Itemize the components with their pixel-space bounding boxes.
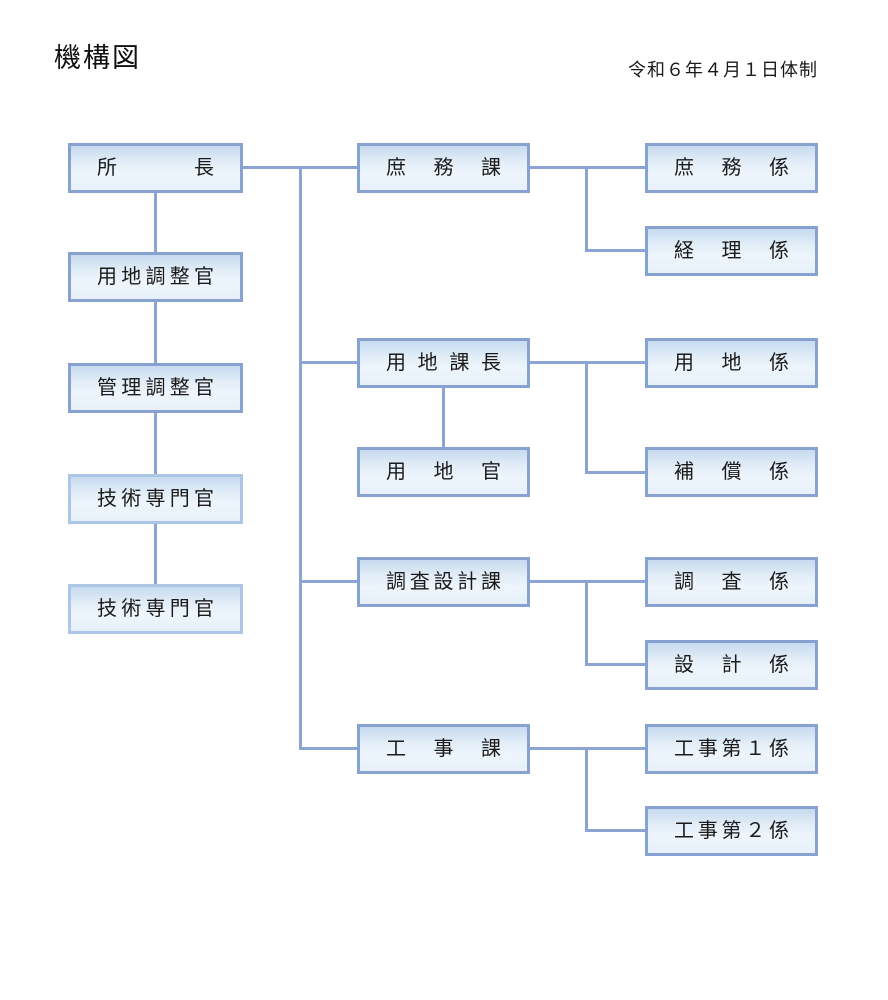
org-box-sekkei-kakari: 設計係 [645, 640, 818, 690]
org-box-kanri-choseikan: 管理調整官 [68, 363, 243, 413]
org-box-label: 用地官 [386, 461, 501, 483]
org-box-keiri-kakari: 経理係 [645, 226, 818, 276]
org-box-label: 設計係 [674, 654, 789, 676]
connector-keirikakari [585, 249, 645, 252]
org-box-hosho-kakari: 補償係 [645, 447, 818, 497]
org-box-label: 庶務係 [674, 157, 789, 179]
org-box-label: 技術専門官 [97, 488, 214, 510]
org-box-label: 用地調整官 [97, 266, 214, 288]
org-box-gijutsu-senmonkan-2: 技術専門官 [68, 584, 243, 634]
org-box-koji-dai2-kakari: 工事第２係 [645, 806, 818, 856]
connector-yochikacho-yochikan [442, 388, 445, 447]
org-box-yochi-choseikan: 用地調整官 [68, 252, 243, 302]
org-box-label: 補償係 [674, 461, 789, 483]
org-box-yochi-kakari: 用地係 [645, 338, 818, 388]
org-box-label: 庶務課 [386, 157, 501, 179]
org-box-label: 経理係 [674, 240, 789, 262]
org-box-label: 用地係 [674, 352, 789, 374]
connector-drop-sekkeikakari [585, 580, 588, 665]
connector-branch-kojika [299, 747, 360, 750]
connector-kojidai2 [585, 829, 645, 832]
connector-drop-hoshokakari [585, 361, 588, 474]
org-box-label: 技術専門官 [97, 598, 214, 620]
org-box-label: 工事第１係 [674, 738, 789, 760]
page-title: 機構図 [54, 43, 141, 73]
connector-trunk [299, 166, 302, 750]
connector-branch-chosasekkeika [299, 580, 360, 583]
org-box-shocho: 所長 [68, 143, 243, 193]
org-box-chosa-kakari: 調査係 [645, 557, 818, 607]
connector-hoshokakari [585, 471, 645, 474]
date-label: 令和６年４月１日体制 [628, 60, 818, 80]
connector-drop-kojidai2 [585, 747, 588, 832]
org-box-label: 用地課長 [386, 352, 501, 374]
org-box-chosa-sekkei-ka: 調査設計課 [357, 557, 530, 607]
org-box-shomu-kakari: 庶務係 [645, 143, 818, 193]
org-box-label: 工事課 [386, 738, 501, 760]
org-box-gijutsu-senmonkan-1: 技術専門官 [68, 474, 243, 524]
org-box-label: 調査係 [674, 571, 789, 593]
connector-branch-yochikacho [299, 361, 360, 364]
org-box-label: 工事第２係 [674, 820, 789, 842]
org-box-koji-dai1-kakari: 工事第１係 [645, 724, 818, 774]
org-box-koji-ka: 工事課 [357, 724, 530, 774]
org-box-yochi-kan: 用地官 [357, 447, 530, 497]
org-box-label: 調査設計課 [386, 571, 501, 593]
org-box-label: 所長 [97, 157, 214, 179]
connector-drop-keirikakari [585, 166, 588, 252]
org-box-label: 管理調整官 [97, 377, 214, 399]
connector-sekkeikakari [585, 663, 645, 666]
org-box-yochi-kacho: 用地課長 [357, 338, 530, 388]
org-box-shomu-ka: 庶務課 [357, 143, 530, 193]
